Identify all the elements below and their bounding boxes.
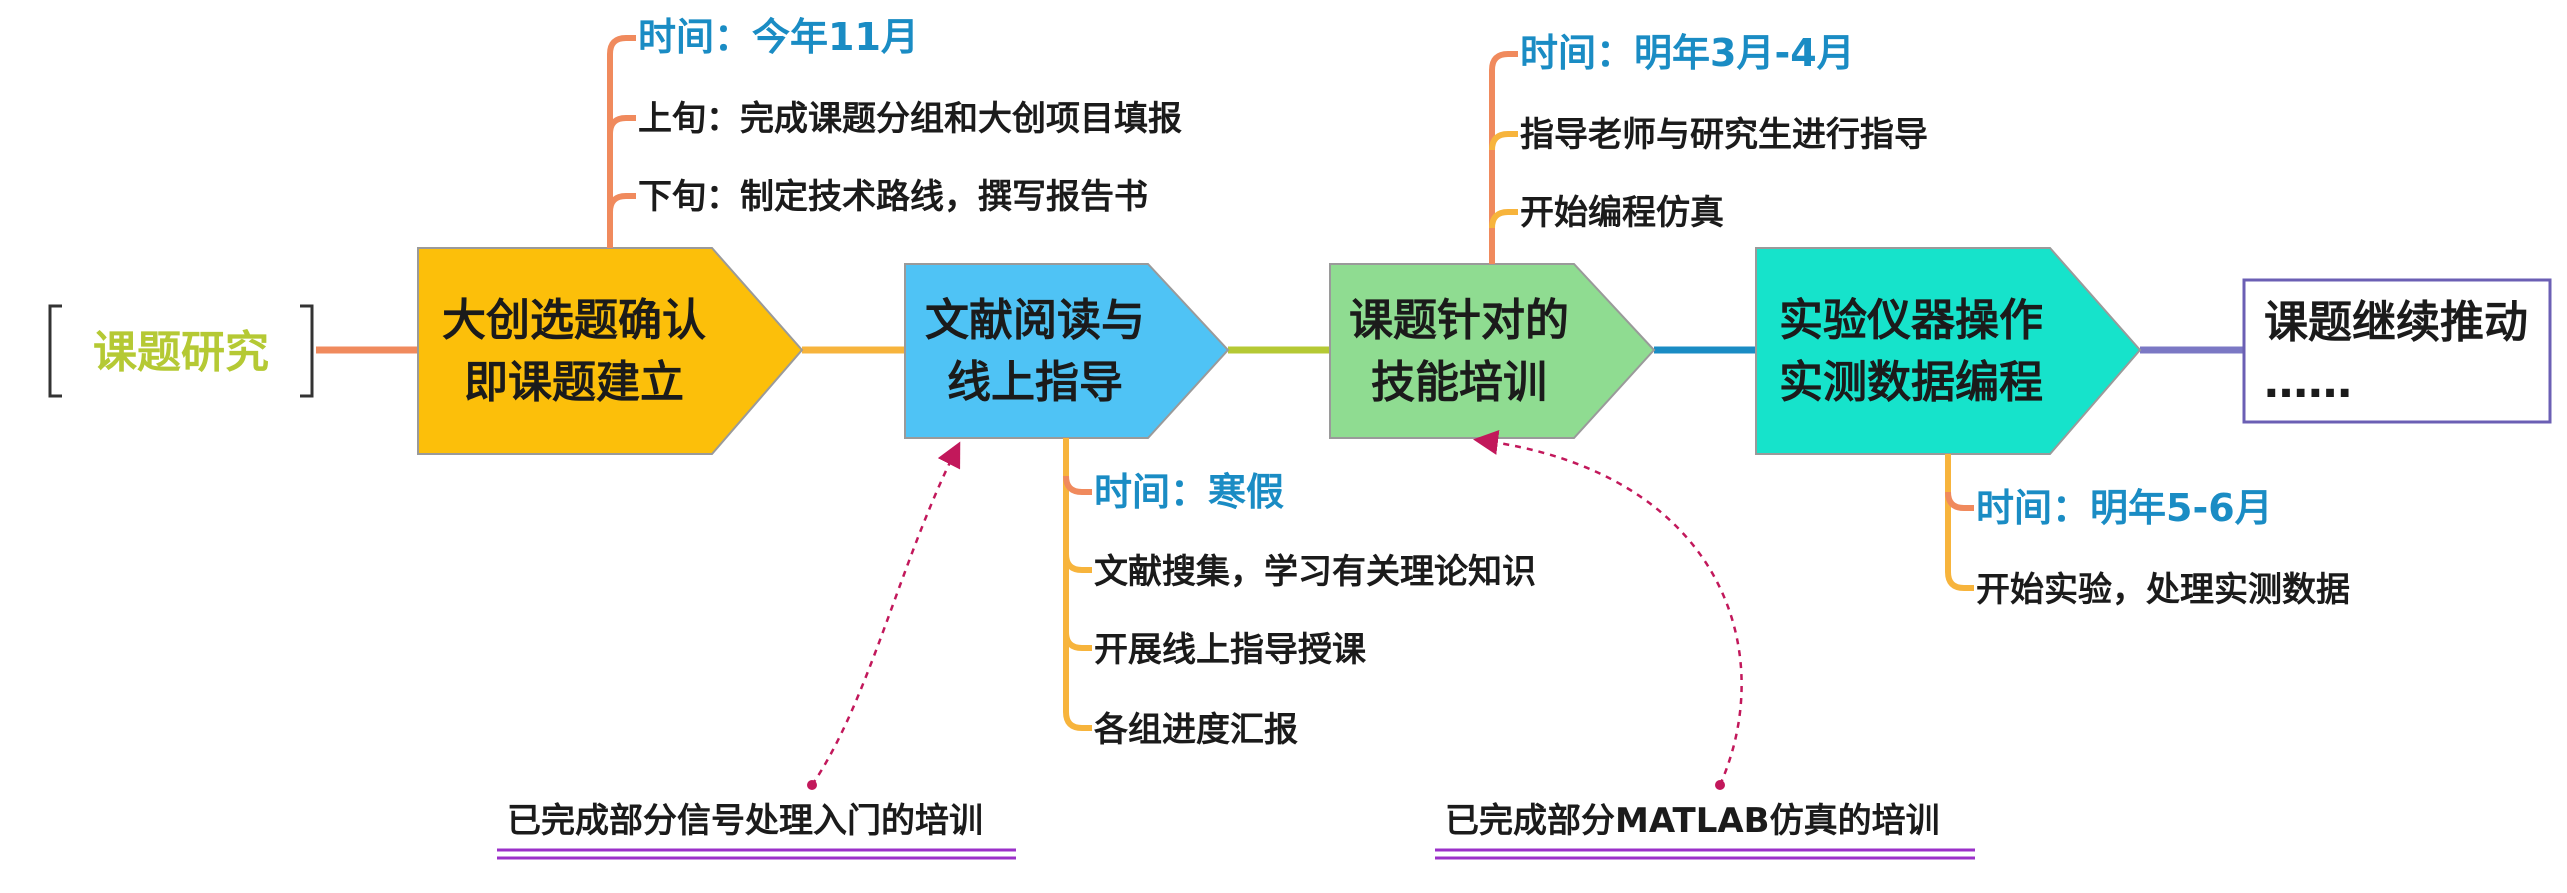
detail-2-item-1: 文献搜集，学习有关理论知识: [1094, 552, 1536, 592]
detail-group-3: 时间：明年3月-4月 指导老师与研究生进行指导 开始编程仿真: [1489, 31, 1928, 264]
detail-group-1: 时间：今年11月 上旬：完成课题分组和大创项目填报 下旬：制定技术路线，撰写报告…: [607, 15, 1182, 248]
stage-1-shape: [417, 247, 804, 455]
stage-5: 课题继续推动 ……: [2242, 278, 2552, 424]
stage-1-line2: 即课题建立: [464, 357, 684, 408]
note-2: 已完成部分MATLAB仿真的培训: [1435, 430, 1975, 860]
detail-3-stem: [1489, 51, 1518, 264]
detail-2-item-2: 开展线上指导授课: [1094, 630, 1367, 670]
root-label: 课题研究: [93, 327, 269, 378]
stage-4-line2: 实测数据编程: [1779, 357, 2043, 408]
detail-1-branch-2: [607, 193, 636, 213]
stage-4-line1: 实验仪器操作: [1779, 295, 2043, 346]
stage-3: 课题针对的 技能培训: [1329, 263, 1656, 439]
stage-3-line2: 技能培训: [1371, 357, 1547, 408]
detail-4-branch-1: [1945, 491, 1974, 511]
note-1-arrow: [810, 441, 961, 786]
detail-1-stem: [607, 35, 636, 248]
detail-2-branch-2: [1063, 553, 1092, 573]
stage-3-shape: [1329, 263, 1656, 439]
note-2-text: 已完成部分MATLAB仿真的培训: [1445, 801, 1940, 841]
note-2-arrow-dot: [1715, 780, 1725, 790]
detail-group-2: 时间：寒假 文献搜集，学习有关理论知识 开展线上指导授课 各组进度汇报: [1063, 438, 1536, 750]
detail-3-item-1: 指导老师与研究生进行指导: [1520, 115, 1928, 155]
stage-4: 实验仪器操作 实测数据编程: [1755, 247, 2142, 455]
detail-2-branch-3: [1063, 631, 1092, 651]
stage-5-line2: ……: [2264, 357, 2352, 408]
stage-3-line1: 课题针对的: [1349, 295, 1569, 346]
note-2-arrow: [1473, 430, 1743, 786]
note-1-arrow-dot: [807, 780, 817, 790]
detail-group-4: 时间：明年5-6月 开始实验，处理实测数据: [1945, 454, 2350, 610]
detail-1-item-2: 下旬：制定技术路线，撰写报告书: [638, 177, 1148, 217]
detail-1-branch-1: [607, 115, 636, 135]
detail-3-time: 时间：明年3月-4月: [1520, 31, 1855, 75]
stage-2-line1: 文献阅读与: [925, 295, 1145, 346]
detail-1-item-1: 上旬：完成课题分组和大创项目填报: [638, 99, 1182, 139]
stage-2: 文献阅读与 线上指导: [904, 263, 1230, 439]
root-bracket-right: [300, 304, 314, 398]
detail-2-stem: [1063, 438, 1092, 731]
detail-4-stem: [1945, 454, 1974, 591]
root-bracket-left: [48, 304, 62, 398]
detail-2-time: 时间：寒假: [1094, 470, 1284, 514]
stage-1: 大创选题确认 即课题建立: [417, 247, 804, 455]
detail-2-branch-1: [1063, 475, 1092, 495]
detail-2-item-3: 各组进度汇报: [1094, 710, 1298, 750]
detail-1-time: 时间：今年11月: [638, 15, 919, 59]
stage-2-line2: 线上指导: [947, 357, 1123, 408]
detail-4-item-1: 开始实验，处理实测数据: [1976, 570, 2350, 610]
stage-2-shape: [904, 263, 1230, 439]
stage-1-line1: 大创选题确认: [442, 295, 706, 346]
stage-5-line1: 课题继续推动: [2264, 297, 2528, 348]
detail-3-item-2: 开始编程仿真: [1520, 193, 1724, 233]
stage-5-box: [2242, 278, 2552, 424]
note-1: 已完成部分信号处理入门的培训: [497, 441, 1016, 860]
detail-4-time: 时间：明年5-6月: [1976, 486, 2273, 530]
root-node: 课题研究: [48, 304, 314, 398]
detail-3-branch-2: [1489, 209, 1518, 229]
stage-4-shape: [1755, 247, 2142, 455]
detail-3-branch-1: [1489, 131, 1518, 151]
note-1-text: 已完成部分信号处理入门的培训: [507, 801, 983, 841]
